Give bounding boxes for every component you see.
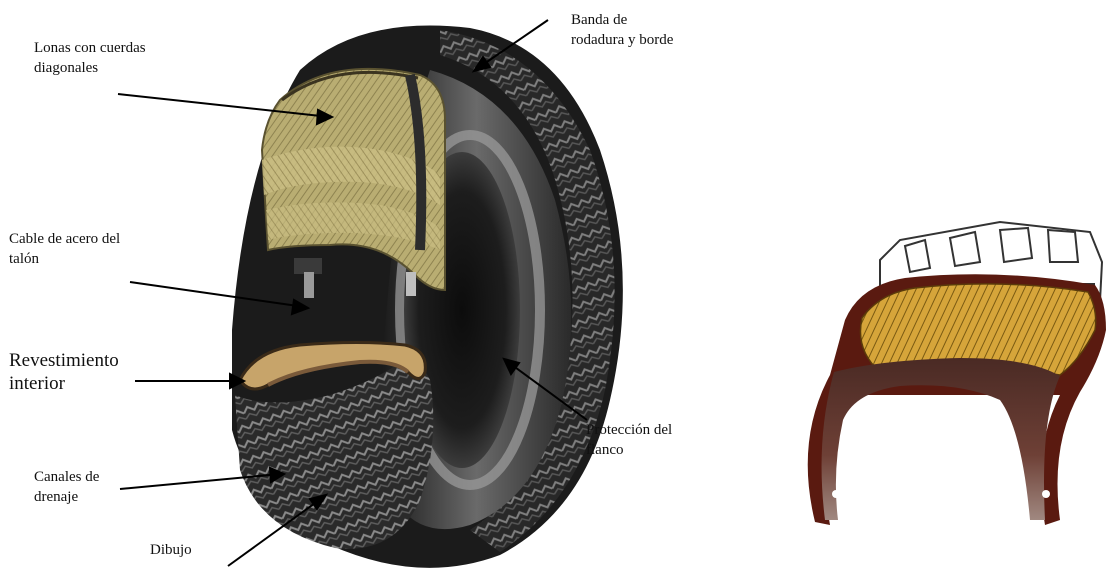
tire-cutaway (232, 26, 623, 568)
label-dibujo-line1: Dibujo (150, 540, 192, 560)
tire-cross-section (808, 222, 1106, 525)
label-canales-line1: Canales de (34, 467, 99, 487)
label-banda-line2: rodadura y borde (571, 30, 673, 50)
label-proteccion-line1: Protección del (586, 420, 672, 440)
label-banda: Banda de rodadura y borde (571, 10, 673, 50)
label-canales: Canales de drenaje (34, 467, 99, 507)
label-revestimiento-line2: interior (9, 372, 119, 395)
label-cable-line1: Cable de acero del (9, 229, 120, 249)
label-banda-line1: Banda de (571, 10, 673, 30)
label-cable: Cable de acero del talón (9, 229, 120, 269)
label-revestimiento: Revestimiento interior (9, 349, 119, 395)
label-lonas-line2: diagonales (34, 58, 146, 78)
label-lonas-line1: Lonas con cuerdas (34, 38, 146, 58)
label-canales-line2: drenaje (34, 487, 99, 507)
label-revestimiento-line1: Revestimiento (9, 349, 119, 372)
label-proteccion-line2: flanco (586, 440, 672, 460)
label-cable-line2: talón (9, 249, 120, 269)
label-dibujo: Dibujo (150, 540, 192, 560)
label-proteccion: Protección del flanco (586, 420, 672, 460)
label-lonas: Lonas con cuerdas diagonales (34, 38, 146, 78)
